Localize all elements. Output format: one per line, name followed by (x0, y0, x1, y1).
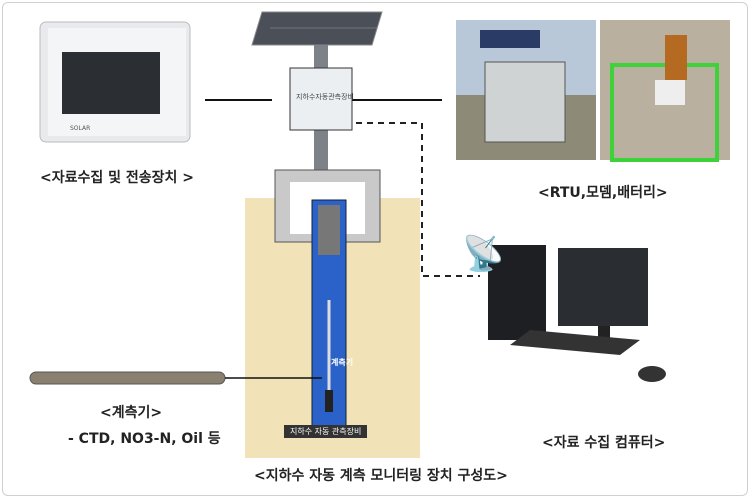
monitoring-box (289, 67, 353, 131)
computer: 📡 (462, 232, 666, 382)
pipe-sensor-label: 계측기 (331, 358, 354, 367)
solar-panel (251, 11, 383, 46)
fence-photo (600, 20, 730, 162)
svg-text:📡: 📡 (462, 232, 504, 274)
wireless-dashed-line (356, 122, 480, 277)
svg-text:SOLAR: SOLAR (70, 125, 90, 132)
rtu-label: <RTU,모뎀,배터리> (538, 185, 668, 201)
logger-label: <자료수집 및 전송장치 > (40, 170, 195, 186)
sensor-in-well (325, 390, 333, 412)
diagram-title: <지하수 자동 계측 모니터링 장치 구성도> (254, 468, 508, 484)
well-caption: 지하수 자동 관측장비 (284, 425, 368, 438)
rtu-photo (456, 20, 596, 160)
sensor-label: <계측기> (100, 405, 163, 421)
box-text: 지하수자동관측장비 (296, 93, 354, 101)
computer-label: <자료 수집 컴퓨터> (542, 435, 666, 451)
sensor-types: - CTD, NO3-N, Oil 등 (68, 431, 221, 447)
sensor-probe (29, 371, 226, 385)
data-logger-box: SOLAR (39, 21, 191, 143)
